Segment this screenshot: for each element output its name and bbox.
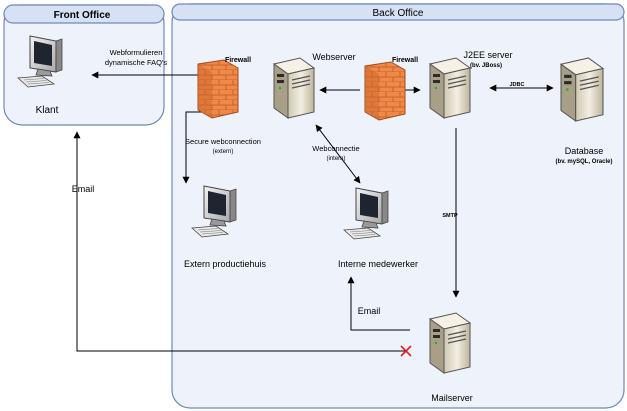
database-label: Database <box>565 146 604 156</box>
extern-label: Extern productiehuis <box>184 259 267 269</box>
internal-label: Interne medewerker <box>338 259 418 269</box>
firewall-1-label: Firewall <box>225 57 251 64</box>
edge-label-smtp: SMTP <box>442 213 458 219</box>
edge-label-email-internal: Email <box>358 306 381 316</box>
webserver-label: Webserver <box>312 52 355 62</box>
back-office-title: Back Office <box>373 8 424 19</box>
firewall-2-label: Firewall <box>392 57 418 64</box>
database-server-icon <box>560 57 604 122</box>
back-office-zone: Back Office <box>171 3 625 409</box>
mailserver-icon <box>429 312 471 374</box>
front-office-zone: Front Office <box>3 4 165 126</box>
j2ee-server-icon <box>429 57 471 119</box>
client-label: Klant <box>36 105 59 116</box>
edge-label-web-1: Webformulieren <box>110 48 163 57</box>
front-office-title: Front Office <box>54 10 111 21</box>
edge-label-secure-2: (extern) <box>213 149 234 155</box>
edge-label-jdbc: JDBC <box>510 82 525 88</box>
arrow-email-internal <box>347 276 410 331</box>
arrow-email-client <box>73 131 405 352</box>
firewall-1 <box>197 59 239 119</box>
edge-label-secure-1: Secure webconnection <box>185 137 261 146</box>
j2ee-label: J2EE server <box>463 50 512 60</box>
arrow-webconnectie <box>315 124 361 184</box>
firewall-2 <box>364 61 406 121</box>
database-sublabel: (bv. mySQL, Oracle) <box>556 159 613 165</box>
webserver-icon <box>273 57 315 119</box>
edge-label-web-2: dynamische FAQ's <box>105 58 168 67</box>
j2ee-sublabel: (bv. JBoss) <box>470 63 502 69</box>
edge-label-email-client: Email <box>72 184 95 194</box>
edge-label-webconn-2: (intern) <box>326 156 345 162</box>
blocked-x-icon <box>400 345 412 357</box>
mailserver-label: Mailserver <box>431 393 473 403</box>
edge-label-webconn-1: Webconnectie <box>312 144 359 153</box>
